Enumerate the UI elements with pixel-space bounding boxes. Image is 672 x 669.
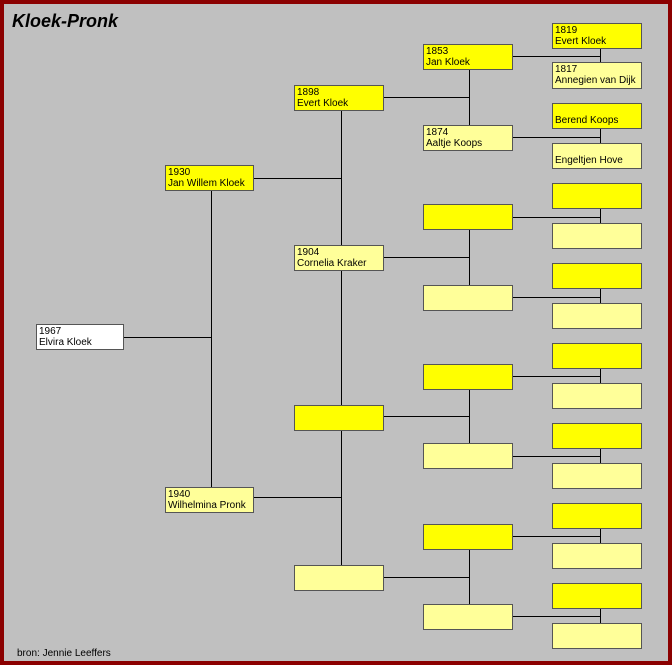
person-year: 1967 (39, 326, 62, 337)
person-empty[interactable] (552, 343, 642, 369)
person-empty[interactable] (294, 405, 384, 431)
person-empty[interactable] (423, 524, 513, 550)
person-year: 1930 (168, 167, 191, 178)
person-great-grandmother-1[interactable]: 1874 Aaltje Koops (423, 125, 513, 151)
person-name: Engeltjen Hove (555, 155, 623, 166)
person-name: Aaltje Koops (426, 138, 483, 149)
person-name: Jan Willem Kloek (168, 178, 245, 189)
person-empty[interactable] (423, 604, 513, 630)
person-empty[interactable] (552, 223, 642, 249)
person-empty[interactable] (423, 204, 513, 230)
source-credit: bron: Jennie Leeffers (17, 648, 111, 659)
person-paternal-grandmother[interactable]: 1904 Cornelia Kraker (294, 245, 384, 271)
person-name: Berend Koops (555, 115, 619, 126)
person-name: Jan Kloek (426, 57, 470, 68)
person-empty[interactable] (552, 623, 642, 649)
person-empty[interactable] (552, 583, 642, 609)
person-empty[interactable] (552, 463, 642, 489)
person-year: 1819 (555, 25, 578, 36)
person-empty[interactable] (423, 364, 513, 390)
person-empty[interactable] (423, 285, 513, 311)
person-empty[interactable] (552, 383, 642, 409)
person-great-great-grandfather-2[interactable]: Berend Koops (552, 103, 642, 129)
person-name: Evert Kloek (555, 36, 607, 47)
person-father[interactable]: 1930 Jan Willem Kloek (165, 165, 254, 191)
person-year: 1817 (555, 64, 578, 75)
person-year: 1853 (426, 46, 449, 57)
person-great-great-grandmother-2[interactable]: Engeltjen Hove (552, 143, 642, 169)
person-name: Evert Kloek (297, 98, 349, 109)
person-name: Elvira Kloek (39, 337, 92, 348)
person-empty[interactable] (552, 303, 642, 329)
person-name: Annegien van Dijk (555, 75, 636, 86)
person-great-grandfather-1[interactable]: 1853 Jan Kloek (423, 44, 513, 70)
person-year: 1874 (426, 127, 449, 138)
person-paternal-grandfather[interactable]: 1898 Evert Kloek (294, 85, 384, 111)
person-root[interactable]: 1967 Elvira Kloek (36, 324, 124, 350)
person-empty[interactable] (423, 443, 513, 469)
person-great-great-grandmother-1[interactable]: 1817 Annegien van Dijk (552, 62, 642, 89)
person-year: 1940 (168, 489, 191, 500)
person-empty[interactable] (552, 543, 642, 569)
person-empty[interactable] (552, 263, 642, 289)
person-great-great-grandfather-1[interactable]: 1819 Evert Kloek (552, 23, 642, 49)
chart-title: Kloek-Pronk (12, 11, 119, 31)
person-name: Cornelia Kraker (297, 258, 367, 269)
person-empty[interactable] (552, 423, 642, 449)
person-empty[interactable] (294, 565, 384, 591)
person-year: 1898 (297, 87, 320, 98)
person-empty[interactable] (552, 503, 642, 529)
person-mother[interactable]: 1940 Wilhelmina Pronk (165, 487, 254, 513)
person-year: 1904 (297, 247, 320, 258)
person-name: Wilhelmina Pronk (168, 500, 246, 511)
person-empty[interactable] (552, 183, 642, 209)
